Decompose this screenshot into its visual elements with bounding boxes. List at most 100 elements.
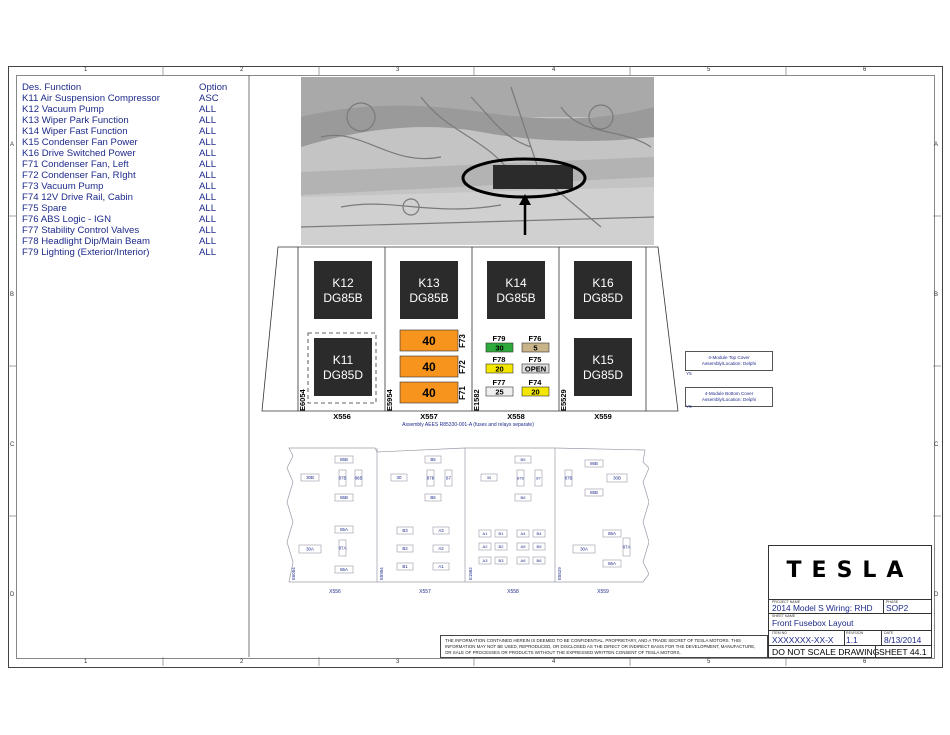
- legend-designator: K12: [22, 104, 40, 115]
- slot-label: 86B: [355, 476, 363, 481]
- legend-function: F78 Headlight Dip/Main Beam: [22, 236, 199, 247]
- fuse-f72: [399, 355, 459, 378]
- fuse-id: F73: [458, 334, 467, 348]
- legend-function-text: Wiper Park Function: [41, 115, 129, 126]
- legend-function: F77 Stability Control Valves: [22, 225, 199, 236]
- ruler-col-4: 4: [552, 67, 556, 73]
- relay-k11: [314, 338, 372, 396]
- minifuse-f78: [485, 363, 514, 374]
- legend-function-text: Lighting (Exterior/Interior): [41, 247, 150, 258]
- slot: [338, 469, 347, 487]
- minifuse-rating: OPEN: [525, 365, 546, 374]
- slot-label: B3: [402, 528, 408, 533]
- revision: 1.1: [846, 635, 858, 645]
- slot: [390, 473, 408, 482]
- legend-function-text: Wiper Fast Function: [41, 126, 128, 137]
- legend-designator: F72: [22, 170, 39, 181]
- legend-option: ASC: [199, 93, 219, 104]
- slot-label: 30: [397, 475, 402, 480]
- slot: [424, 493, 442, 502]
- slot: [424, 455, 442, 464]
- relay-k15: [574, 338, 632, 396]
- module-label: X558: [507, 412, 525, 421]
- slot: [480, 473, 498, 482]
- minifuse-f76: [521, 342, 550, 353]
- legend-header: Des. Function Option: [22, 82, 227, 93]
- slot-label: 30: [487, 475, 492, 480]
- slot-label: 87: [446, 476, 451, 481]
- disclaimer-line-1: THE INFORMATION CONTAINED HEREIN IS DEEM…: [445, 638, 741, 643]
- legend-function-text: 12V Drive Rail, Cabin: [41, 192, 133, 203]
- ruler-col-2: 2: [240, 67, 244, 73]
- slot: [516, 469, 525, 487]
- legend-option: ALL: [199, 247, 217, 258]
- sheet-name: Front Fusebox Layout: [772, 618, 854, 628]
- legend-option: ALL: [199, 214, 217, 225]
- legend-designator: F73: [22, 181, 39, 192]
- sheet-name-label: SHEET NAME: [772, 614, 796, 618]
- relay-type: DG85D: [323, 368, 363, 382]
- connector-label: E1582: [472, 389, 481, 411]
- ruler-row-c: C: [10, 442, 15, 448]
- legend-option: ALL: [199, 181, 217, 192]
- ruler-row-a-right: A: [934, 142, 939, 148]
- slot-label: 85A: [608, 531, 616, 536]
- legend-function: F74 12V Drive Rail, Cabin: [22, 192, 199, 203]
- slot: [478, 556, 492, 565]
- legend-option: ALL: [199, 159, 217, 170]
- drawing-border: [8, 66, 943, 668]
- phase-divider: [883, 599, 884, 613]
- confidentiality-disclaimer: THE INFORMATION CONTAINED HEREIN IS DEEM…: [440, 635, 768, 658]
- slot-label: B4: [537, 531, 543, 536]
- sheet-number: SHEET 44.1: [879, 647, 927, 657]
- slot: [354, 469, 363, 487]
- assembly-note: Assembly AEES R85330-001-A (fuses and re…: [402, 422, 534, 428]
- slot: [396, 562, 414, 571]
- ruler-row-b: B: [10, 292, 15, 298]
- item-label: ITEM NO: [772, 631, 787, 635]
- minifuse-rating: 30: [495, 344, 503, 353]
- relay-k12: [314, 261, 372, 319]
- drawing-inner-border: [16, 75, 935, 659]
- legend-option: ALL: [199, 170, 217, 181]
- ruler-row-b-right: B: [934, 292, 939, 298]
- slot: [584, 488, 604, 497]
- slot: [334, 565, 354, 574]
- slot-label: A6: [521, 558, 527, 563]
- ruler-col-5-bottom: 5: [707, 659, 711, 665]
- ruler-col-3-bottom: 3: [396, 659, 400, 665]
- fuse-rating: 40: [422, 360, 436, 374]
- legend-designator: F79: [22, 247, 39, 258]
- minifuse-id: F77: [493, 378, 506, 387]
- bottom-connector-label: E5954: [379, 567, 384, 580]
- minifuse-id: F76: [529, 334, 542, 343]
- minifuse-rating: 25: [495, 388, 503, 397]
- slot: [494, 542, 508, 551]
- slot-label: 86A: [608, 561, 616, 566]
- relay-k13: [400, 261, 458, 319]
- ruler-col-1-bottom: 1: [84, 659, 88, 665]
- module-label: X557: [420, 412, 438, 421]
- slot-label: B6: [537, 558, 543, 563]
- slot-label: B5: [537, 544, 543, 549]
- legend-designator: K13: [22, 115, 40, 126]
- legend-option: ALL: [199, 203, 217, 214]
- slot: [478, 529, 492, 538]
- relay-id: K15: [592, 353, 614, 367]
- connector-label: E5954: [385, 388, 394, 411]
- slot: [584, 459, 604, 468]
- relay-type: DG85D: [583, 368, 623, 382]
- slot-label: B1: [402, 564, 408, 569]
- legend-function: F71 Condenser Fan, Left: [22, 159, 199, 170]
- minifuse-f75: [521, 363, 550, 374]
- legend-function-text: Drive Switched Power: [41, 148, 136, 159]
- slot-label: 86A: [340, 567, 348, 572]
- ruler-col-3: 3: [396, 67, 400, 73]
